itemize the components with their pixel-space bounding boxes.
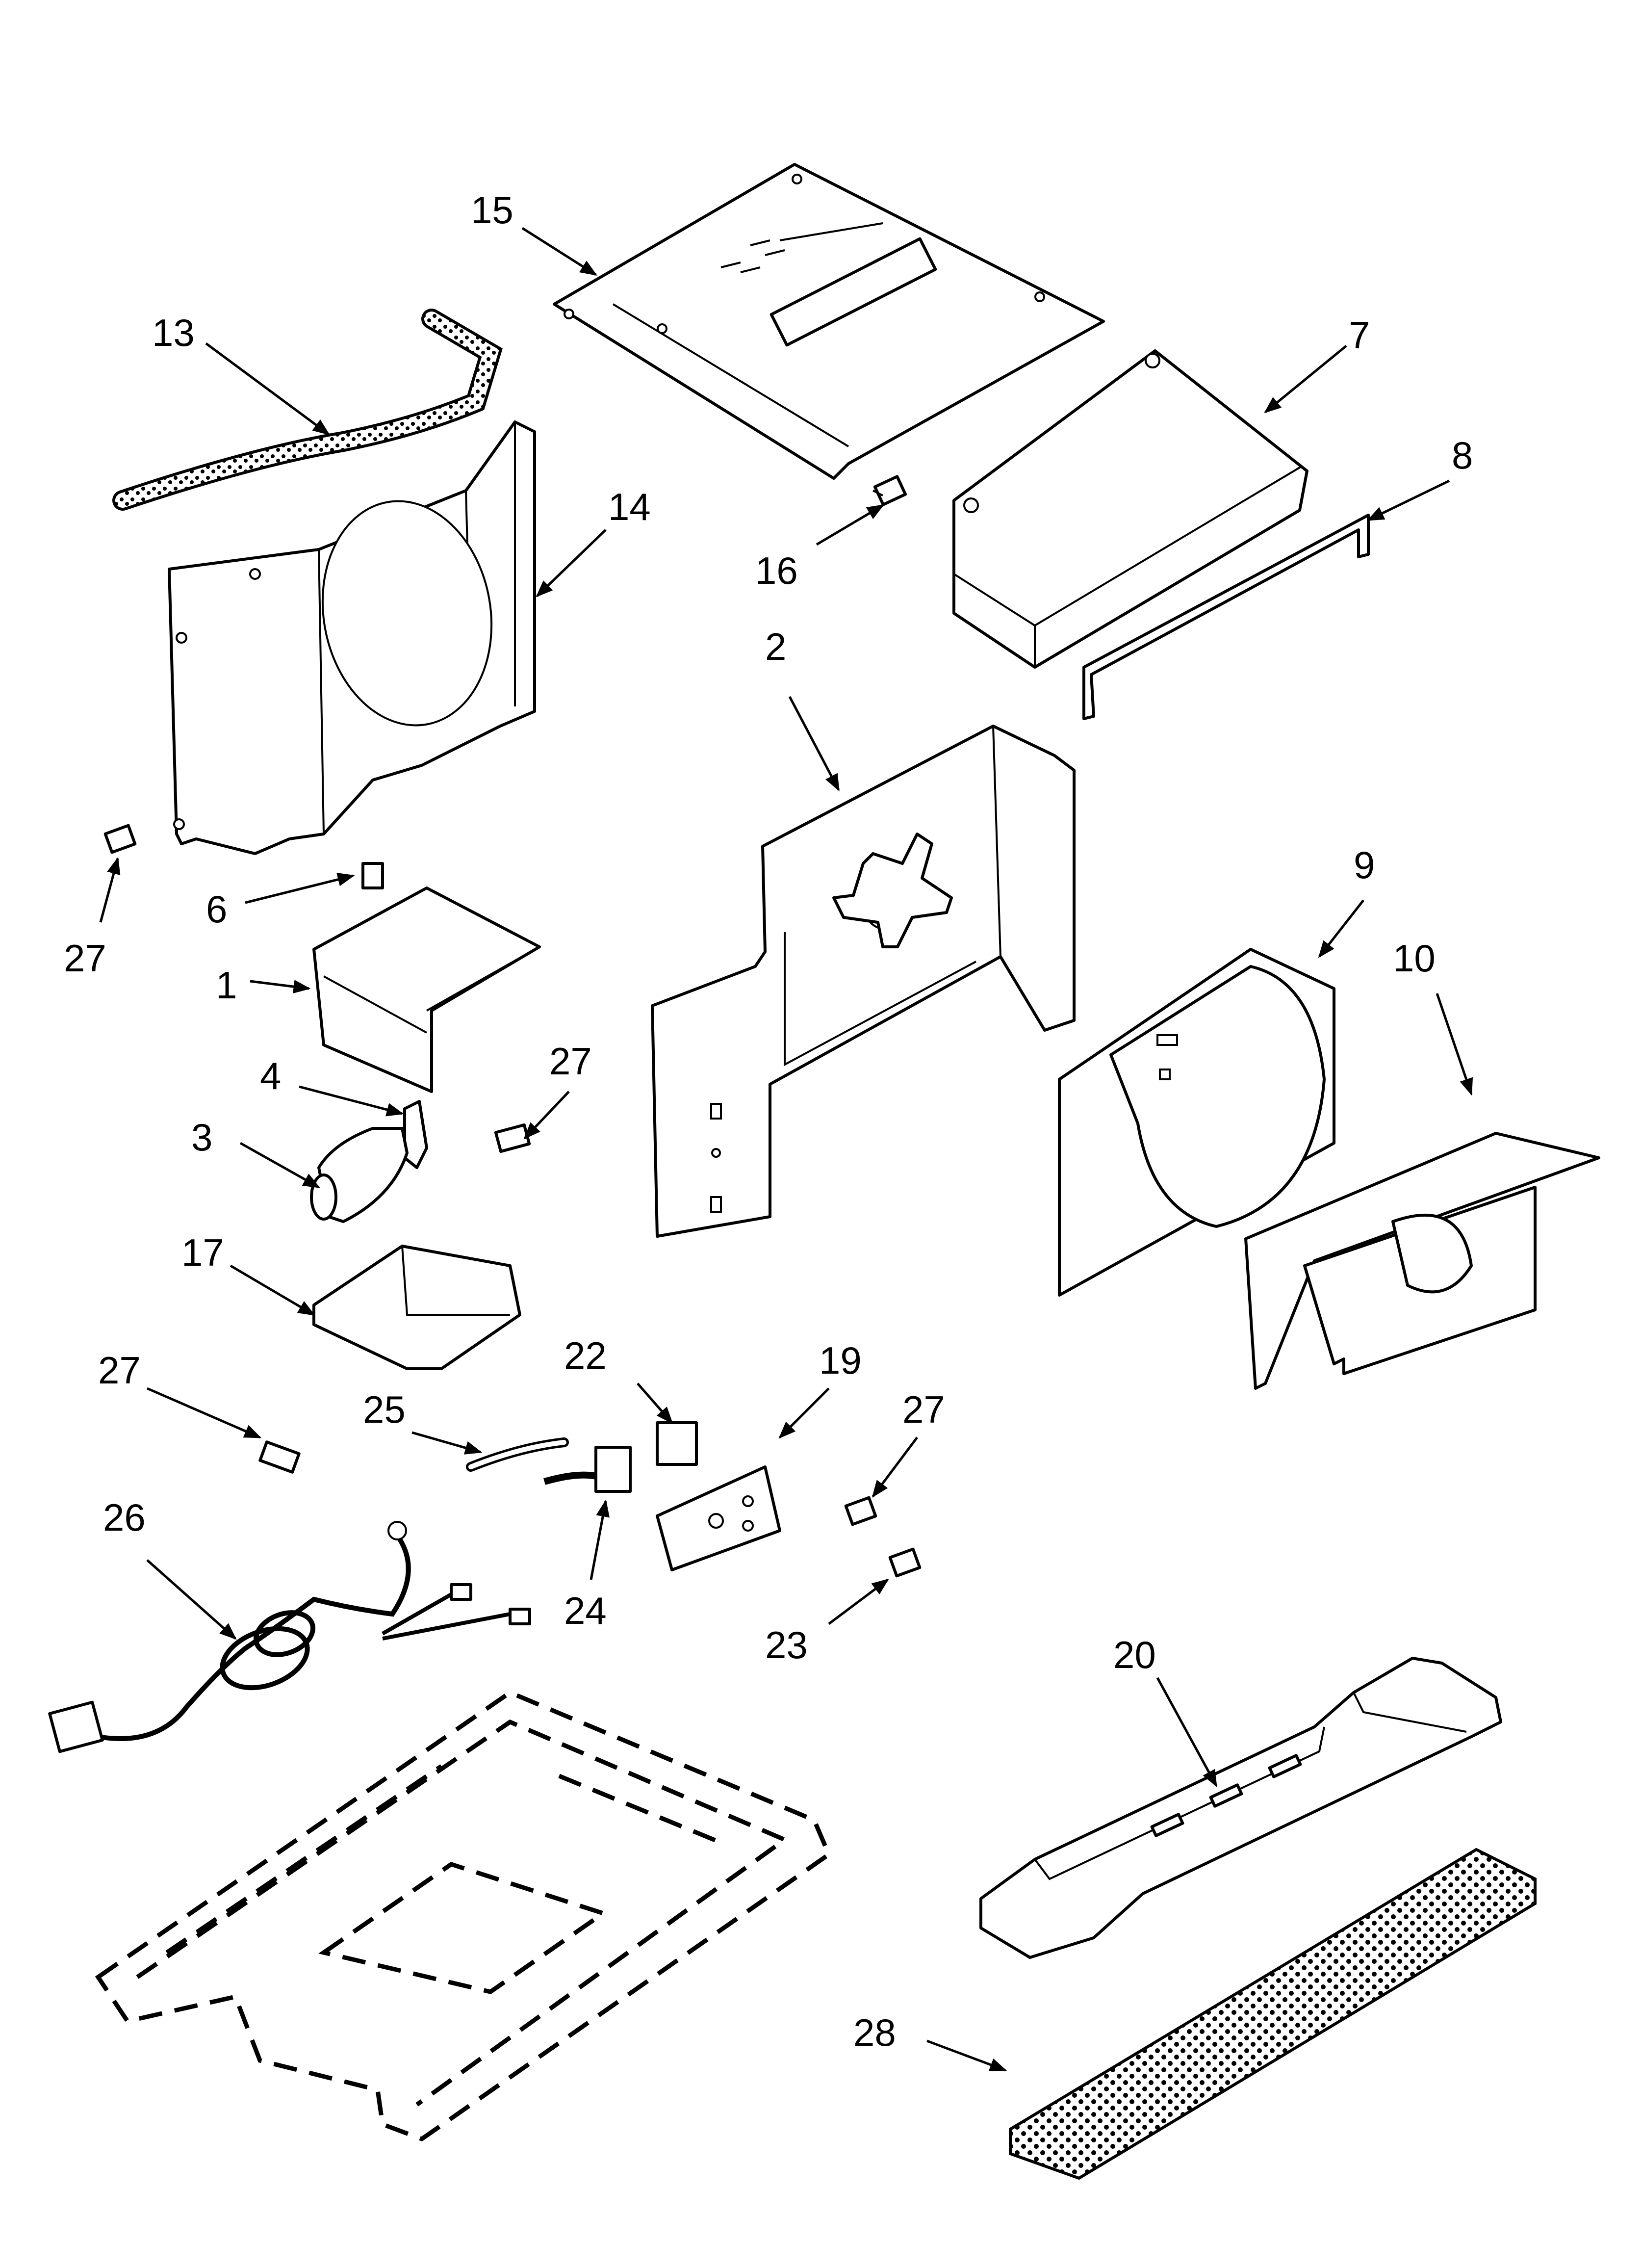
callout-27-c: 27 bbox=[902, 1388, 945, 1431]
part-1-control-box bbox=[312, 886, 541, 1093]
callout-19: 19 bbox=[819, 1339, 862, 1382]
callout-13: 13 bbox=[152, 311, 195, 354]
callout-3: 3 bbox=[191, 1116, 212, 1159]
part-27-screw-d bbox=[258, 1440, 301, 1474]
callout-22: 22 bbox=[564, 1334, 607, 1377]
callout-1: 1 bbox=[216, 964, 237, 1007]
leader-lines bbox=[99, 227, 1473, 2072]
callout-26: 26 bbox=[103, 1496, 146, 1539]
callout-2: 2 bbox=[765, 625, 786, 668]
part-16-screw bbox=[872, 475, 907, 506]
part-14-fan-shroud bbox=[168, 420, 536, 855]
part-27-screw-a bbox=[103, 824, 137, 854]
callout-17: 17 bbox=[181, 1231, 224, 1274]
part-10-duct bbox=[1244, 1132, 1600, 1390]
callout-28: 28 bbox=[853, 2011, 896, 2054]
callout-6: 6 bbox=[206, 887, 227, 931]
part-27-screw-c bbox=[844, 1496, 877, 1526]
callout-16: 16 bbox=[755, 549, 798, 592]
callout-7: 7 bbox=[1349, 313, 1370, 357]
callout-labels: 15 13 7 8 14 16 2 27 6 9 10 1 27 4 3 17 … bbox=[64, 188, 1473, 2054]
part-4-strap bbox=[403, 1100, 428, 1169]
part-3-capacitor bbox=[310, 1127, 409, 1223]
part-13-gasket bbox=[112, 309, 503, 511]
part-9-scroll-housing bbox=[1058, 948, 1335, 1297]
callout-15: 15 bbox=[471, 188, 513, 232]
part-22-switch bbox=[656, 1421, 698, 1466]
part-24-switch bbox=[543, 1446, 632, 1493]
base-pan-outline bbox=[95, 1690, 832, 2142]
callout-27-a: 27 bbox=[64, 937, 106, 980]
callout-24: 24 bbox=[564, 1589, 607, 1632]
part-2-partition bbox=[651, 725, 1076, 1238]
part-6-screw bbox=[361, 862, 384, 889]
callout-10: 10 bbox=[1393, 937, 1436, 980]
part-28-filter bbox=[1009, 1848, 1537, 2180]
callout-25: 25 bbox=[363, 1388, 406, 1431]
part-20-drain-pan bbox=[979, 1657, 1502, 1959]
callout-23: 23 bbox=[765, 1623, 808, 1667]
callout-8: 8 bbox=[1452, 434, 1473, 477]
part-25-wire bbox=[466, 1437, 569, 1472]
part-27-screw-b bbox=[494, 1123, 531, 1153]
part-15-top-cover bbox=[553, 163, 1105, 480]
part-26-power-cord bbox=[48, 1521, 531, 1753]
callout-4: 4 bbox=[260, 1054, 281, 1097]
callout-27-d: 27 bbox=[98, 1349, 141, 1392]
part-7-cover-box bbox=[952, 349, 1308, 669]
callout-20: 20 bbox=[1113, 1633, 1156, 1676]
callout-27-b: 27 bbox=[549, 1040, 592, 1083]
part-8-gasket bbox=[1082, 514, 1370, 720]
part-23-screw bbox=[888, 1547, 922, 1578]
callout-14: 14 bbox=[608, 485, 651, 528]
part-19-control-plate bbox=[656, 1465, 781, 1571]
callout-9: 9 bbox=[1354, 843, 1375, 886]
part-17-bracket bbox=[312, 1245, 521, 1370]
